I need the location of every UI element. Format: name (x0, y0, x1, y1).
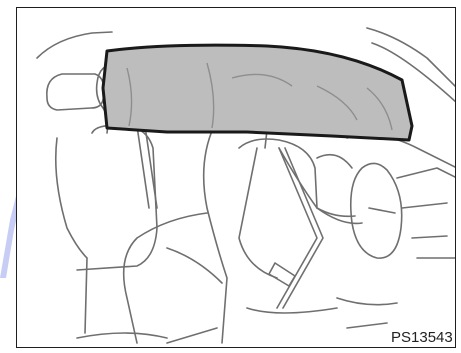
side-curtain-airbag-illustration: PS13543 (17, 8, 456, 348)
figure-code: PS13543 (391, 329, 453, 346)
curtain-airbag (103, 45, 412, 140)
front-seat (204, 120, 227, 343)
rear-seat-back (56, 138, 87, 333)
figure-frame: PS13543 (16, 7, 456, 348)
rear-headrest (47, 74, 104, 110)
steering-wheel (351, 163, 402, 258)
